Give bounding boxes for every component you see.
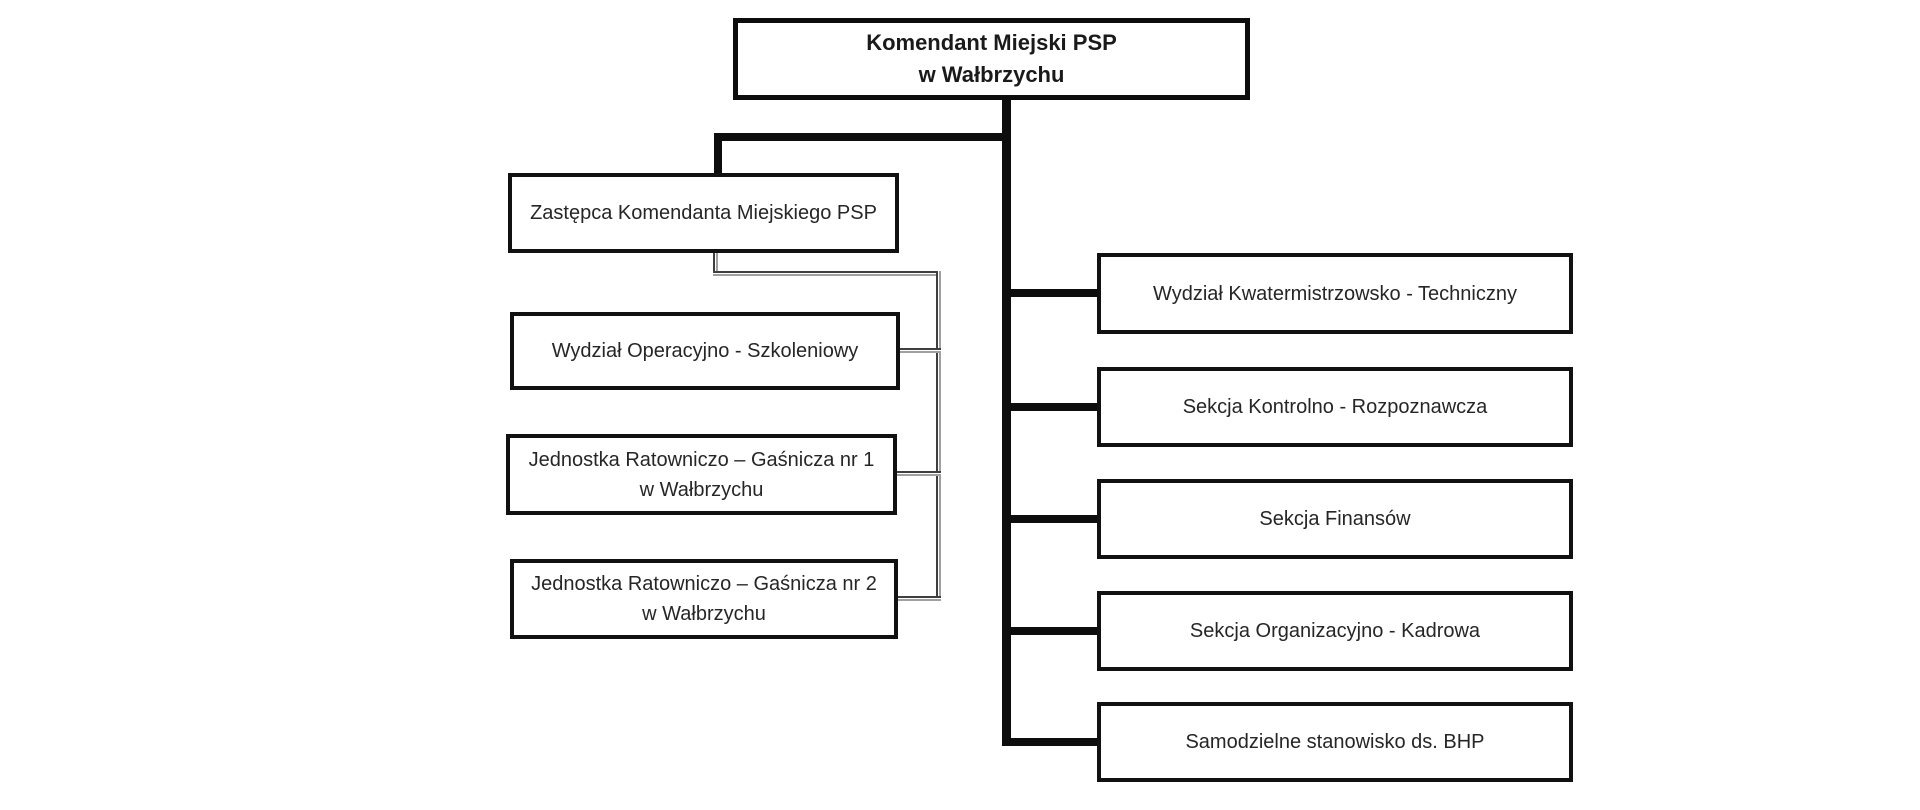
node-label: Samodzielne stanowisko ds. BHP [1185, 731, 1485, 753]
connector-thin-across [713, 271, 941, 276]
node-label: Wydział Kwatermistrzowsko - Techniczny [1153, 282, 1517, 305]
node-wydzial-kwatermistrzowsko-techniczny: Wydział Kwatermistrzowsko - Techniczny [1097, 253, 1573, 334]
node-jednostka-ratowniczo-gasnicza-1: Jednostka Ratowniczo – Gaśnicza nr 1 w W… [506, 434, 897, 515]
node-label: Komendant Miejski PSP w Wałbrzychu [866, 30, 1117, 87]
connector-stub-bhp [1002, 738, 1097, 746]
node-label: Sekcja Organizacyjno - Kadrowa [1189, 620, 1481, 642]
connector-thin-stub-jrg1 [895, 471, 941, 476]
connector-thin-stub-jrg2 [896, 596, 941, 601]
connector-deputy-horizontal [714, 133, 1011, 141]
connector-thin-rail [936, 271, 941, 601]
connector-stub-kadrowa [1002, 627, 1097, 635]
node-sekcja-organizacyjno-kadrowa: Sekcja Organizacyjno - Kadrowa [1097, 591, 1573, 671]
node-label: Sekcja Kontrolno - Rozpoznawcza [1182, 396, 1488, 418]
node-label: Jednostka Ratowniczo – Gaśnicza nr 1 w W… [528, 448, 875, 501]
node-samodzielne-stanowisko-bhp: Samodzielne stanowisko ds. BHP [1097, 702, 1573, 782]
node-label: Jednostka Ratowniczo – Gaśnicza nr 2 w W… [531, 573, 877, 625]
node-wydzial-operacyjno-szkoleniowy: Wydział Operacyjno - Szkoleniowy [510, 312, 900, 390]
connector-deputy-drop [714, 133, 722, 177]
connector-stub-finanse [1002, 515, 1097, 523]
connector-thin-stub-operacyjno [898, 348, 941, 353]
connector-stub-kontrolno [1002, 403, 1097, 411]
connector-stub-kwatermistrzowsko [1002, 289, 1097, 297]
connector-thin-deputy-drop [713, 252, 718, 276]
node-sekcja-finansow: Sekcja Finansów [1097, 479, 1573, 559]
node-komendant-miejski-psp: Komendant Miejski PSP w Wałbrzychu [733, 18, 1250, 100]
node-jednostka-ratowniczo-gasnicza-2: Jednostka Ratowniczo – Gaśnicza nr 2 w W… [510, 559, 898, 639]
node-sekcja-kontrolno-rozpoznawcza: Sekcja Kontrolno - Rozpoznawcza [1097, 367, 1573, 447]
node-zastepca-komendanta: Zastępca Komendanta Miejskiego PSP [508, 173, 899, 253]
node-label: Zastępca Komendanta Miejskiego PSP [530, 202, 877, 224]
node-label: Wydział Operacyjno - Szkoleniowy [551, 340, 859, 362]
node-label: Sekcja Finansów [1259, 508, 1411, 530]
connector-root-trunk [1002, 100, 1011, 746]
